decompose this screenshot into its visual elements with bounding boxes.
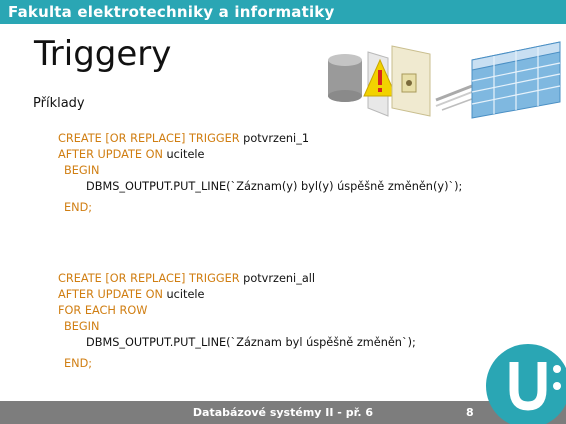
code-line: CREATE [OR REPLACE] TRIGGER potvrzeni_1	[58, 132, 310, 145]
warning-sign-icon	[363, 51, 397, 117]
code-line: END;	[64, 357, 93, 370]
trigger-example-1: CREATE [OR REPLACE] TRIGGER potvrzeni_1 …	[58, 131, 462, 216]
code-line: DBMS_OUTPUT.PUT_LINE(`Záznam(y) byl(y) ú…	[86, 180, 463, 193]
code-line: DBMS_OUTPUT.PUT_LINE(`Záznam byl úspěšně…	[86, 336, 416, 349]
code-line: FOR EACH ROW	[58, 304, 148, 317]
header-bar: Fakulta elektrotechniky a informatiky	[0, 0, 566, 24]
door-panel-icon	[391, 45, 431, 117]
data-table-icon	[471, 41, 561, 119]
page-number: 8	[466, 406, 474, 419]
code-line: AFTER UPDATE ON ucitele	[58, 288, 205, 301]
footer-bar: Databázové systémy II - př. 6 8	[0, 401, 566, 424]
code-line: BEGIN	[64, 164, 100, 177]
trigger-illustration	[328, 41, 561, 119]
code-line: CREATE [OR REPLACE] TRIGGER potvrzeni_al…	[58, 272, 316, 285]
code-line: END;	[64, 201, 93, 214]
trigger-example-2: CREATE [OR REPLACE] TRIGGER potvrzeni_al…	[58, 271, 416, 372]
course-name: Databázové systémy II - př. 6	[192, 406, 374, 419]
institution-name: Fakulta elektrotechniky a informatiky	[8, 3, 335, 21]
university-logo-icon	[486, 344, 566, 424]
code-line: AFTER UPDATE ON ucitele	[58, 148, 205, 161]
code-line: BEGIN	[64, 320, 100, 333]
section-subtitle: Příklady	[33, 96, 85, 111]
database-cylinder-icon	[328, 54, 362, 102]
slide-title: Triggery	[34, 34, 172, 74]
